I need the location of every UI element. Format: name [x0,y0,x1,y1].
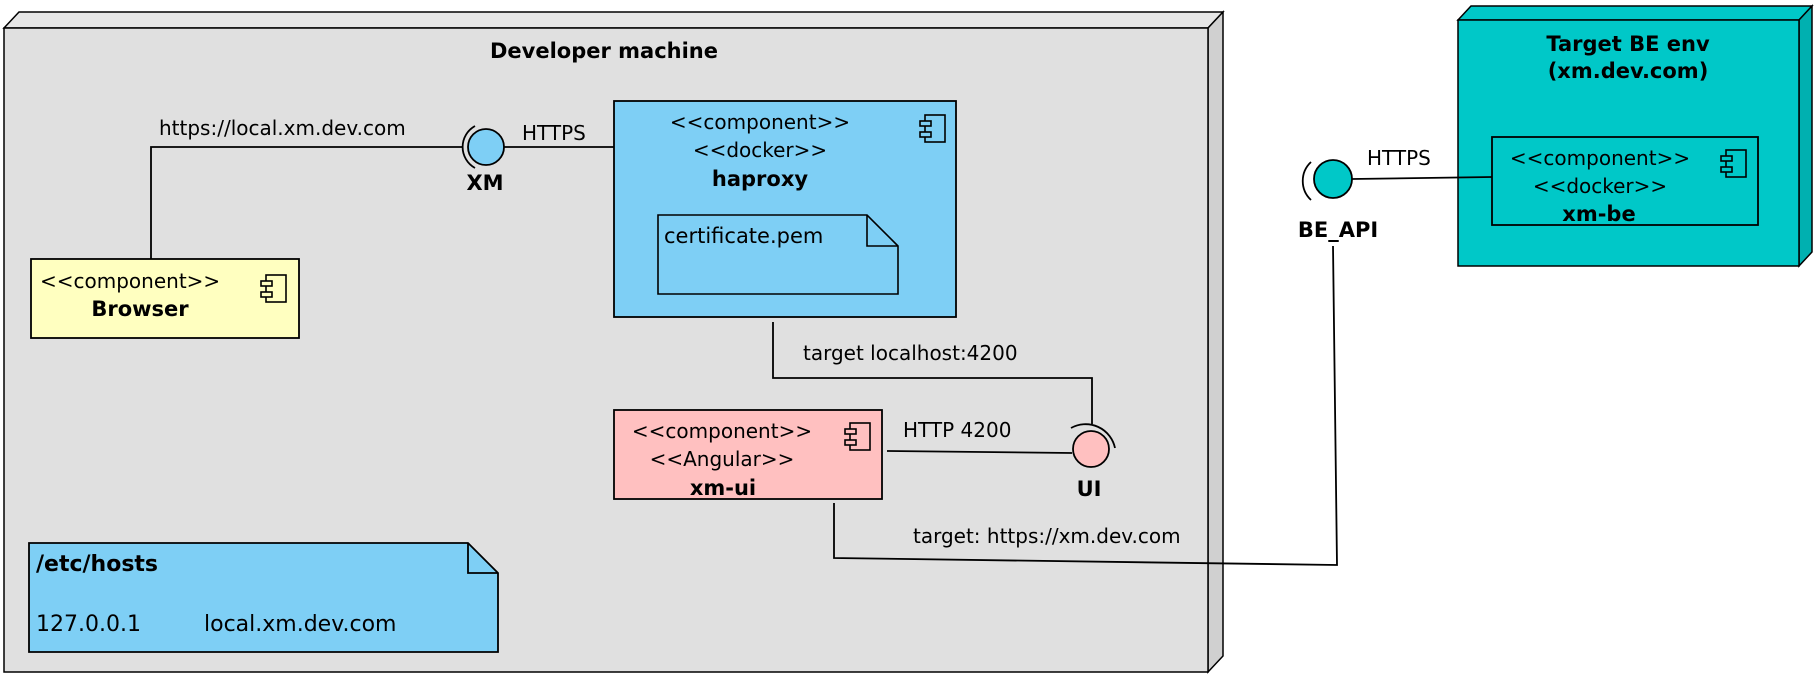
component-xm-ui: <<component>> <<Angular>> xm-ui [613,409,883,500]
edge-beapi-xmbe [1351,176,1493,180]
label-haproxy-ui: target localhost:4200 [803,341,1018,365]
be-api-required-arc [1301,161,1312,201]
be-node-title-line2: (xm.dev.com) [1548,59,1709,83]
xm-ui-box [613,409,883,500]
haproxy-stereotype-component: <<component>> [670,110,850,134]
interface-ui: UI [1070,423,1116,501]
hosts-note-title: /etc/hosts [36,552,158,577]
hosts-note: /etc/hosts 127.0.0.1 local.xm.dev.com [28,542,499,653]
xm-ui-stereotype-component: <<component>> [632,419,812,443]
component-icon [1720,149,1747,178]
haproxy-name: haproxy [712,167,808,191]
be-env-node: Target BE env (xm.dev.com) [1456,4,1814,268]
edges [150,146,1493,566]
edge-xmui-ui [886,450,1073,454]
browser-name: Browser [91,297,189,321]
label-xm-haproxy: HTTPS [522,121,586,145]
browser-box [30,258,300,339]
component-icon [844,422,871,451]
component-browser: <<component>> Browser [30,258,300,339]
hosts-note-body [28,542,499,653]
component-icon [260,274,287,303]
xm-ui-stereotype-angular: <<Angular>> [650,447,795,471]
component-haproxy: <<component>> <<docker>> haproxy certifi… [613,100,957,318]
xm-be-name: xm-be [1562,202,1635,226]
developer-node-side [1207,10,1224,674]
edge-haproxy-ui [772,322,1093,424]
component-xm-be: <<component>> <<docker>> xm-be [1491,136,1759,226]
ui-interface-circle [1072,430,1110,468]
certificate-note [657,214,899,295]
label-xmui-beapi: target: https://xm.dev.com [913,524,1181,548]
haproxy-stereotype-docker: <<docker>> [693,138,827,162]
hosts-note-fold [467,543,498,574]
interface-be-api: BE_API [1298,159,1378,242]
label-browser-xm: https://local.xm.dev.com [159,116,406,140]
certificate-note-text: certificate.pem [664,224,823,248]
developer-node-title: Developer machine [490,39,718,63]
be-node-side [1798,4,1813,268]
be-api-interface-label: BE_API [1298,218,1378,242]
xm-be-stereotype-component: <<component>> [1510,146,1690,170]
label-xmui-ui: HTTP 4200 [903,418,1011,442]
xm-required-arc [461,125,476,169]
xm-be-stereotype-docker: <<docker>> [1533,174,1667,198]
xm-be-box [1491,136,1759,226]
be-node-title-line1: Target BE env [1546,32,1710,56]
xm-interface-circle [467,128,505,166]
browser-stereotype: <<component>> [40,269,220,293]
be-api-interface-circle [1313,159,1353,199]
interface-xm: XM [461,125,505,195]
xm-ui-name: xm-ui [690,476,756,500]
developer-node-top [2,11,1225,29]
edge-xmui-beapi [833,245,1338,566]
component-icon [919,114,946,143]
xm-interface-label: XM [466,171,503,195]
edge-browser-xm [150,146,462,259]
label-beapi-xmbe: HTTPS [1367,146,1431,170]
hosts-note-host: local.xm.dev.com [204,612,397,637]
ui-required-arc [1070,423,1116,449]
be-node-top [1456,5,1814,21]
hosts-note-ip: 127.0.0.1 [36,612,141,637]
certificate-note-fold [866,215,898,247]
ui-interface-label: UI [1077,477,1102,501]
